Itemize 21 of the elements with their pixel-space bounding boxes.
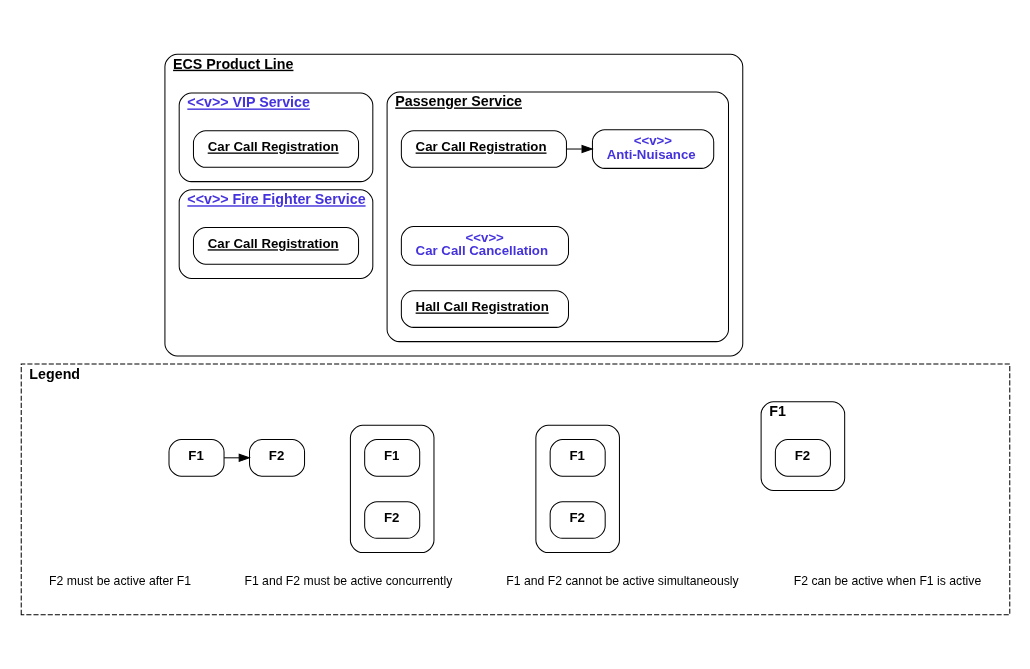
node-box: F2 xyxy=(363,501,420,539)
node-box: Car Call Registration xyxy=(192,227,359,265)
node-box: F1 xyxy=(168,438,225,477)
label: F2 must be active after F1 xyxy=(48,574,191,589)
label: F2 can be active when F1 is active xyxy=(793,574,981,589)
node-box: F2 xyxy=(774,438,831,477)
label: F1 and F2 cannot be active simultaneously xyxy=(505,574,739,589)
node-box: Car Call Registration xyxy=(192,130,359,168)
label: F1 and F2 must be active concurrently xyxy=(243,574,452,589)
cluster xyxy=(534,424,620,554)
node-box: F1 xyxy=(363,438,420,477)
arrow xyxy=(565,144,594,154)
node-box: F2 xyxy=(248,438,305,477)
node-box: <<v>> Anti-Nuisance xyxy=(591,129,714,169)
node-box: Car Call Registration xyxy=(400,130,567,168)
node-box: F2 xyxy=(549,501,606,539)
arrow xyxy=(223,453,251,463)
cluster xyxy=(349,424,434,554)
node-box: Hall Call Registration xyxy=(400,290,569,328)
node-box: F1 xyxy=(549,438,606,477)
node-box: <<v>> Car Call Cancellation xyxy=(400,225,569,266)
